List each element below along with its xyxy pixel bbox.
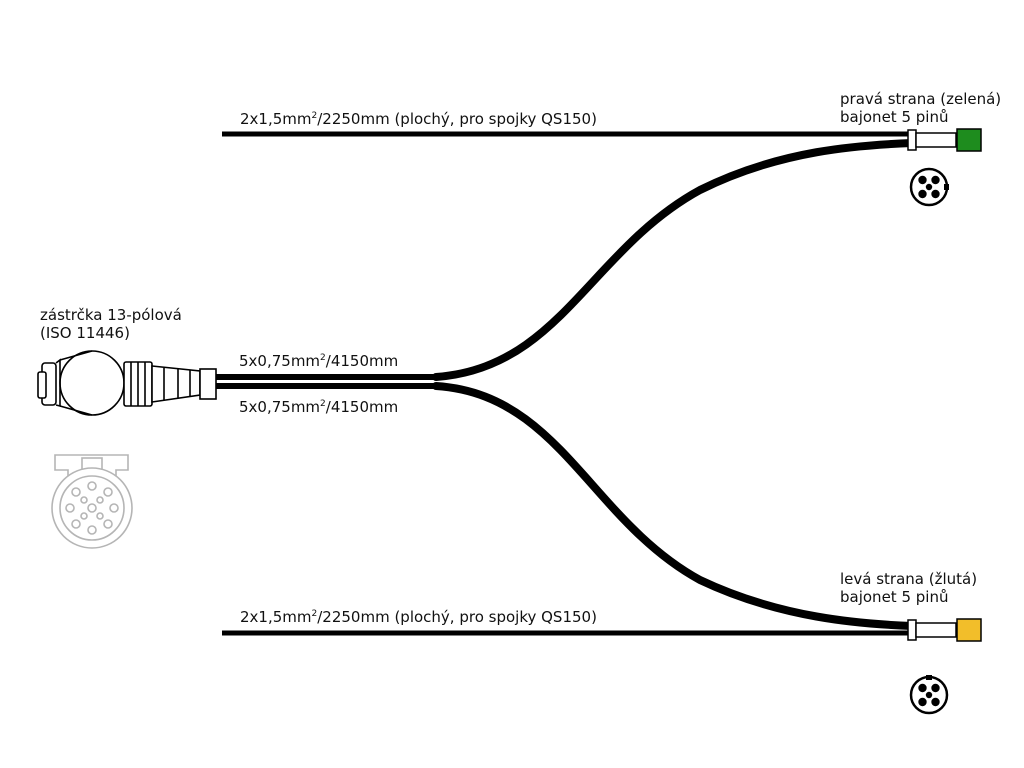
right-side-label: pravá strana (zelená): [840, 90, 1002, 108]
main-cable-upper-label: 5x0,75mm2/4150mm: [239, 352, 399, 370]
13-pin-plug-face-icon: [51, 454, 133, 549]
left-connector-body: [956, 618, 982, 642]
flat-cable-bottom-label: 2x1,5mm2/2250mm (plochý, pro spojky QS15…: [240, 608, 597, 626]
plug-label-line1: zástrčka 13-pólová: [40, 306, 182, 324]
right-bayonet-connector: [907, 128, 982, 152]
left-bayonet-connector: [907, 618, 982, 642]
main-cable-lower-label: 5x0,75mm2/4150mm: [239, 398, 399, 416]
right-connector-body: [956, 128, 982, 152]
right-5-pin-face-icon: [909, 167, 949, 207]
13-pin-plug-icon: [37, 350, 217, 416]
left-5-pin-face-icon: [909, 675, 949, 715]
branch-cable-left: [432, 382, 916, 630]
left-side-bayonet-label: bajonet 5 pinů: [840, 588, 949, 606]
branch-cable-right: [432, 139, 916, 381]
right-side-bayonet-label: bajonet 5 pinů: [840, 108, 949, 126]
left-side-label: levá strana (žlutá): [840, 570, 978, 588]
plug-label-line2: (ISO 11446): [40, 324, 130, 342]
flat-cable-top-label: 2x1,5mm2/2250mm (plochý, pro spojky QS15…: [240, 110, 597, 128]
